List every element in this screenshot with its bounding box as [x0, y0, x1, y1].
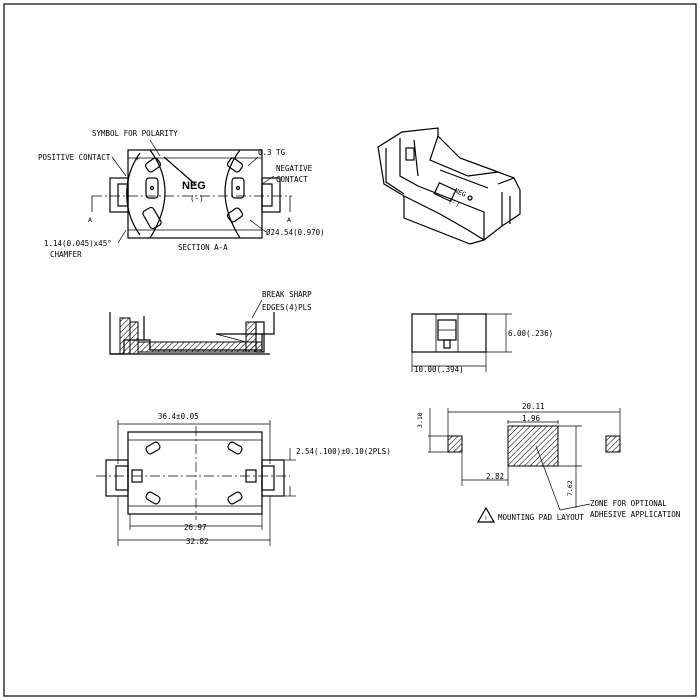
- end-width-label: 10.00(.394): [414, 365, 464, 374]
- end-view: 6.00(.236) 10.00(.394): [411, 313, 553, 374]
- section-mark-left: A: [88, 216, 92, 224]
- isometric-view: NEG (-): [377, 127, 521, 245]
- pad-dim-top: 20.11: [522, 402, 545, 411]
- overall-inner-label: 36.4±0.05: [158, 412, 199, 421]
- pad-layout-title: MOUNTING PAD LAYOUT: [498, 513, 584, 522]
- zone-label-2: ADHESIVE APPLICATION: [590, 510, 680, 519]
- chamfer-label-2: CHAMFER: [50, 250, 82, 259]
- bottom-view: 36.4±0.05 2.54(.100)±0.10(2PLS) 26.97 32…: [96, 412, 391, 546]
- section-label: SECTION A-A: [178, 243, 228, 252]
- plus-sign: +: [135, 154, 140, 163]
- side-view: BREAK SHARP EDGES(4)PLS: [109, 290, 312, 355]
- drawing-frame: [3, 3, 697, 697]
- pad-dim-left: 3.10: [416, 412, 424, 428]
- pad-dim-inner: 1.96: [522, 414, 541, 423]
- section-mark-right: A: [287, 216, 291, 224]
- dim-0-3: 0.3 TG: [258, 148, 286, 157]
- warning-mark: !: [484, 514, 488, 522]
- warning-icon: [476, 506, 496, 523]
- overall-label: 32.82: [186, 537, 209, 546]
- svg-text:NEG: NEG: [453, 187, 467, 199]
- neg-symbol: (-): [190, 194, 204, 203]
- pitch-label: 2.54(.100)±0.10(2PLS): [296, 447, 391, 456]
- negative-contact-label-2: CONTACT: [276, 175, 308, 184]
- diameter-label: Ø24.54(0.970): [266, 228, 325, 237]
- chamfer-label-1: 1.14(0.045)x45°: [44, 239, 112, 248]
- negative-contact-label-1: NEGATIVE: [276, 164, 313, 173]
- pad-layout: 20.11 1.96 3.10 2.82 7.62 ZONE FOR OPTIO…: [416, 402, 680, 523]
- zone-label-1: ZONE FOR OPTIONAL: [590, 499, 667, 508]
- center-span-label: 26.97: [184, 523, 207, 532]
- break-edges-label-2: EDGES(4)PLS: [262, 303, 312, 312]
- svg-text:(-): (-): [447, 197, 461, 209]
- positive-contact-label: POSITIVE CONTACT: [38, 153, 111, 162]
- top-view: SYMBOL FOR POLARITY POSITIVE CONTACT + N…: [38, 129, 325, 259]
- neg-label: NEG: [182, 180, 206, 192]
- pad-dim-offset: 2.82: [486, 472, 504, 481]
- pad-dim-height: 7.62: [566, 480, 574, 496]
- end-height-label: 6.00(.236): [508, 329, 553, 338]
- break-edges-label-1: BREAK SHARP: [262, 290, 312, 299]
- polarity-title: SYMBOL FOR POLARITY: [92, 129, 178, 138]
